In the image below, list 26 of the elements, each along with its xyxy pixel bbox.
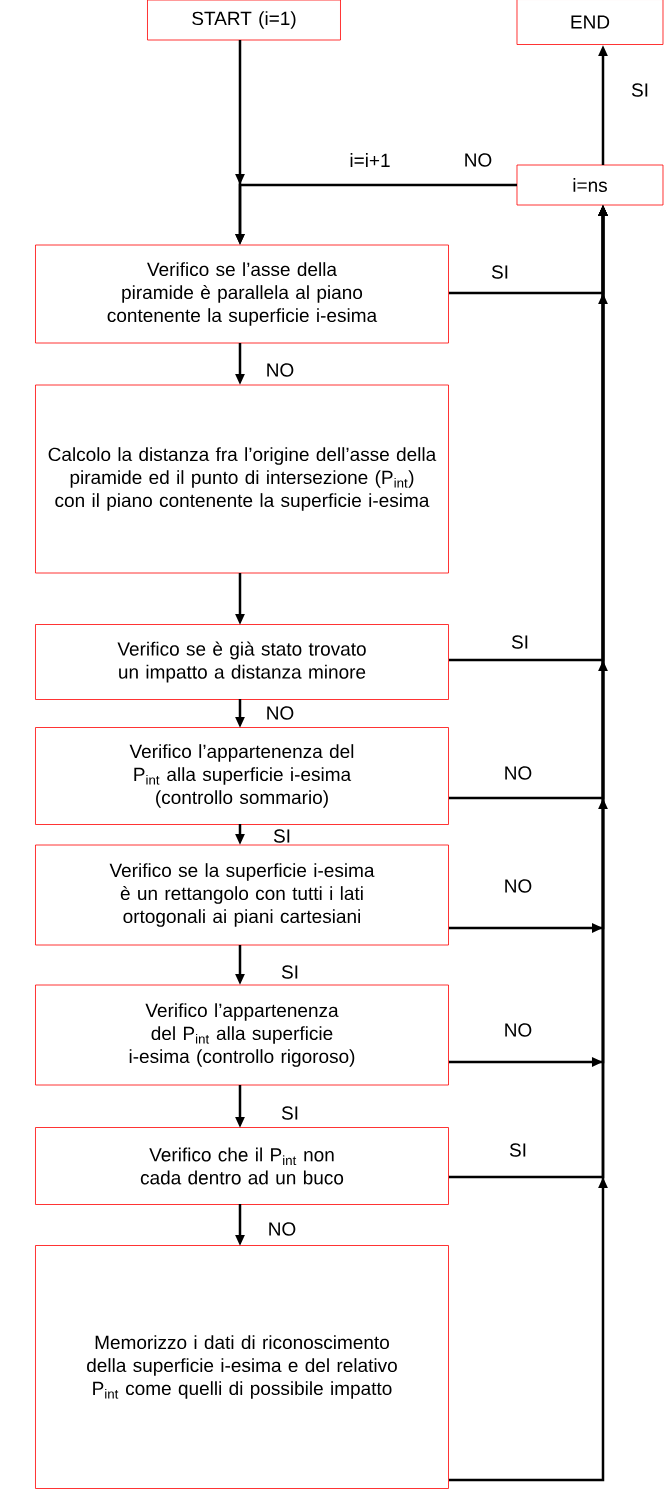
edge-label: SI bbox=[272, 828, 292, 844]
edge-label: NO bbox=[502, 878, 534, 894]
edge-label: SI bbox=[630, 82, 650, 98]
edge-label: NO bbox=[502, 1022, 534, 1038]
process-box: Verifico se la superficie i-esima è un rettangolo con tutti i lati ortogonali ai piani cartesiani bbox=[35, 844, 449, 946]
edge-label: NO bbox=[462, 152, 494, 168]
edge-label: SI bbox=[280, 1105, 300, 1121]
edge-label: SI bbox=[280, 964, 300, 980]
edge-label: SI bbox=[490, 264, 510, 280]
edge-label: SI bbox=[510, 634, 530, 650]
process-box: Memorizzo i dati di riconoscimento della superficie i-esima e del relativo P$_{int}$ come quelli di possibile impatto bbox=[35, 1245, 449, 1489]
process-box: Verifico l’appartenenza del P$_{int}$ alla superficie i-esima (controllo rigoroso) bbox=[35, 984, 449, 1086]
edge-label: SI bbox=[508, 1142, 528, 1158]
edge-label: NO bbox=[264, 362, 296, 378]
edge-label: NO bbox=[264, 705, 296, 721]
process-box: Verifico se è già stato trovato un impatto a distanza minore bbox=[35, 624, 449, 700]
process-box: Verifico l’appartenenza del P$_{int}$ alla superficie i-esima (controllo sommario) bbox=[35, 727, 449, 825]
process-box: Verifico se l’asse della piramide è parallela al piano contenente la superficie i-esima bbox=[35, 244, 449, 344]
process-box: START (i=1) bbox=[147, 0, 341, 41]
text-label: i=i+1 bbox=[348, 152, 392, 168]
edge-label: NO bbox=[266, 1221, 298, 1237]
process-box: END bbox=[516, 0, 664, 45]
process-box: Calcolo la distanza fra l’origine dell’asse della piramide ed il punto di intersezione (P$_{int}$) con il piano contenente la superficie i-esima bbox=[35, 384, 449, 574]
process-box: i=ns bbox=[516, 164, 664, 206]
process-box: Verifico che il P$_{int}$ non cada dentro ad un buco bbox=[35, 1127, 449, 1205]
edge-label: NO bbox=[502, 765, 534, 781]
